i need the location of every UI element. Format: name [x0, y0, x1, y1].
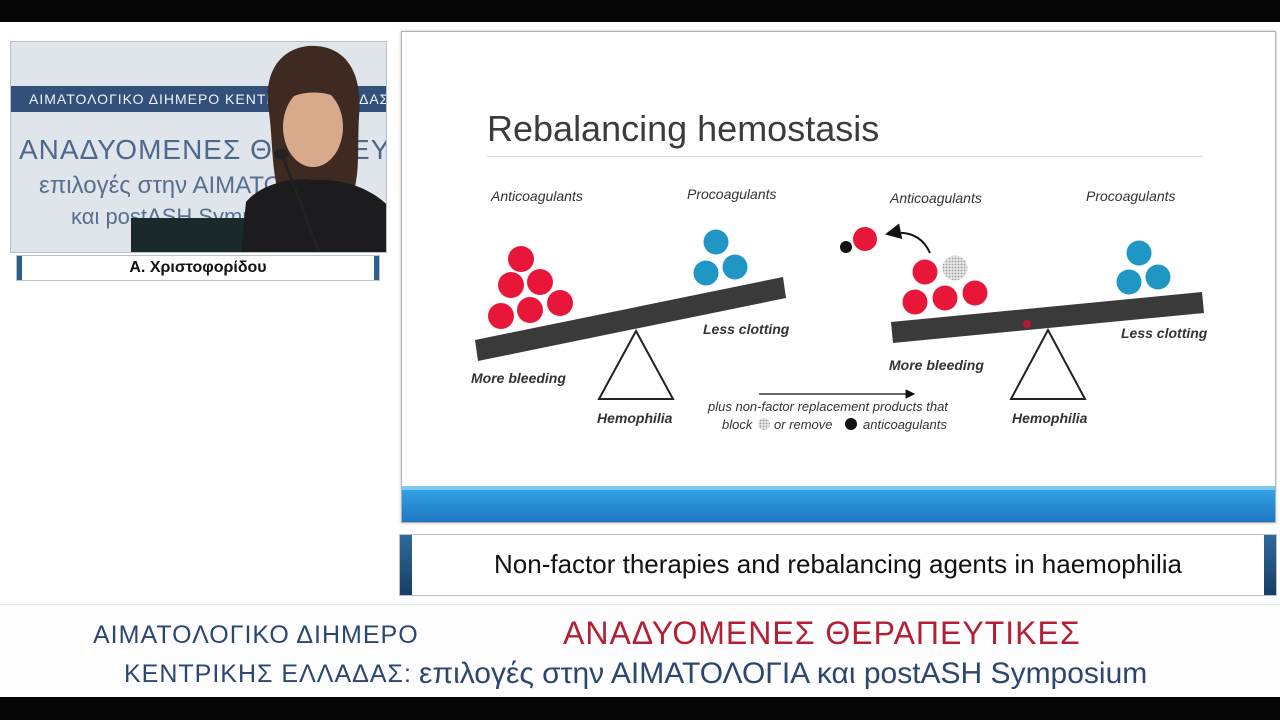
talk-caption: Non-factor therapies and rebalancing age… — [399, 534, 1277, 596]
event-banner-left-line2: ΚΕΝΤΡΙΚΗΣ ΕΛΛΑΔΑΣ: — [124, 660, 412, 688]
right-seesaw-beam — [891, 292, 1204, 343]
transition-note-line1: plus non-factor replacement products tha… — [707, 399, 949, 414]
right-procoagulant-ball — [1116, 269, 1142, 295]
name-plate-edge-right — [374, 256, 379, 280]
left-hemophilia-label: Hemophilia — [597, 410, 673, 426]
left-anticoagulants-label: Anticoagulants — [490, 188, 583, 204]
transition-note-anticoagulants: anticoagulants — [863, 417, 947, 432]
top-letterbox — [0, 0, 1280, 22]
right-fulcrum — [1009, 327, 1087, 400]
event-banner-right-line1: ΑΝΑΔΥΟΜΕΝΕΣ ΘΕΡΑΠΕΥΤΙΚΕΣ — [563, 615, 1081, 651]
speaker-name: Α. Χριστοφορίδου — [129, 259, 267, 276]
right-procoagulants-label: Procoagulants — [1086, 188, 1176, 204]
right-more-bleeding-label: More bleeding — [889, 357, 984, 373]
caption-edge-left — [400, 535, 412, 595]
left-anticoagulant-ball — [517, 297, 543, 323]
transition-note-or-remove: or remove — [774, 417, 833, 432]
left-procoagulants-label: Procoagulants — [687, 186, 777, 202]
right-anticoagulant-ball — [932, 285, 958, 311]
right-anticoagulant-ball — [912, 259, 938, 285]
left-procoagulant-ball — [722, 254, 748, 280]
transition-note-block: block — [722, 417, 754, 432]
right-anticoagulant-ball — [902, 289, 928, 315]
left-more-bleeding-label: More bleeding — [471, 370, 566, 386]
left-procoagulant-ball — [693, 260, 719, 286]
right-anticoagulant-ball — [962, 280, 988, 306]
caption-edge-right — [1264, 535, 1276, 595]
speaker-figure — [241, 45, 386, 252]
left-seesaw-beam — [475, 277, 786, 361]
removal-arrow — [885, 223, 931, 254]
remover-ball — [840, 241, 852, 253]
cursor-marker — [1023, 320, 1031, 328]
remover-dot-icon — [845, 418, 857, 430]
talk-caption-text: Non-factor therapies and rebalancing age… — [494, 549, 1182, 579]
right-less-clotting-label: Less clotting — [1121, 325, 1208, 341]
left-anticoagulant-ball — [498, 272, 524, 298]
left-fulcrum — [597, 328, 675, 400]
seesaw-diagrams: Anticoagulants Procoagulants Less clotti… — [471, 186, 1208, 432]
right-hemophilia-label: Hemophilia — [1012, 410, 1088, 426]
title-divider — [487, 156, 1203, 157]
speaker-video: ΑΙΜΑΤΟΛΟΓΙΚΟ ΔΙΗΜΕΡΟ ΚΕΝΤΡΙΚΗΣ ΕΛΛΑΔΑΣ: … — [10, 41, 387, 253]
speaker-name-plate: Α. Χριστοφορίδου — [16, 255, 380, 281]
left-anticoagulant-ball — [547, 290, 573, 316]
presentation-slide: Rebalancing hemostasis Anticoagulants Pr… — [401, 31, 1276, 523]
event-banner-left-line1: ΑΙΜΑΤΟΛΟΓΙΚΟ ΔΙΗΜΕΡΟ — [93, 621, 419, 649]
event-banner: ΑΙΜΑΤΟΛΟΓΙΚΟ ΔΙΗΜΕΡΟ ΚΕΝΤΡΙΚΗΣ ΕΛΛΑΔΑΣ: … — [0, 604, 1280, 698]
name-plate-edge-left — [17, 256, 22, 280]
bottom-letterbox — [0, 697, 1280, 720]
left-procoagulant-ball — [703, 229, 729, 255]
right-anticoagulant-ball — [853, 227, 877, 251]
right-anticoagulants-label: Anticoagulants — [889, 190, 982, 206]
right-procoagulant-ball — [1145, 264, 1171, 290]
slide-title: Rebalancing hemostasis — [487, 108, 880, 149]
left-less-clotting-label: Less clotting — [703, 321, 790, 337]
event-banner-right-line2: επιλογές στην ΑΙΜΑΤΟΛΟΓΙΑ και postASH Sy… — [419, 657, 1148, 690]
left-anticoagulant-ball — [527, 269, 553, 295]
blocked-anticoagulant-ball — [942, 255, 968, 281]
right-procoagulant-ball — [1126, 240, 1152, 266]
blocker-dot-icon — [758, 418, 770, 430]
slide-footer-bar — [402, 486, 1275, 522]
left-anticoagulant-ball — [488, 303, 514, 329]
left-anticoagulant-ball — [508, 246, 534, 272]
slide-footer-highlight — [402, 486, 1275, 490]
